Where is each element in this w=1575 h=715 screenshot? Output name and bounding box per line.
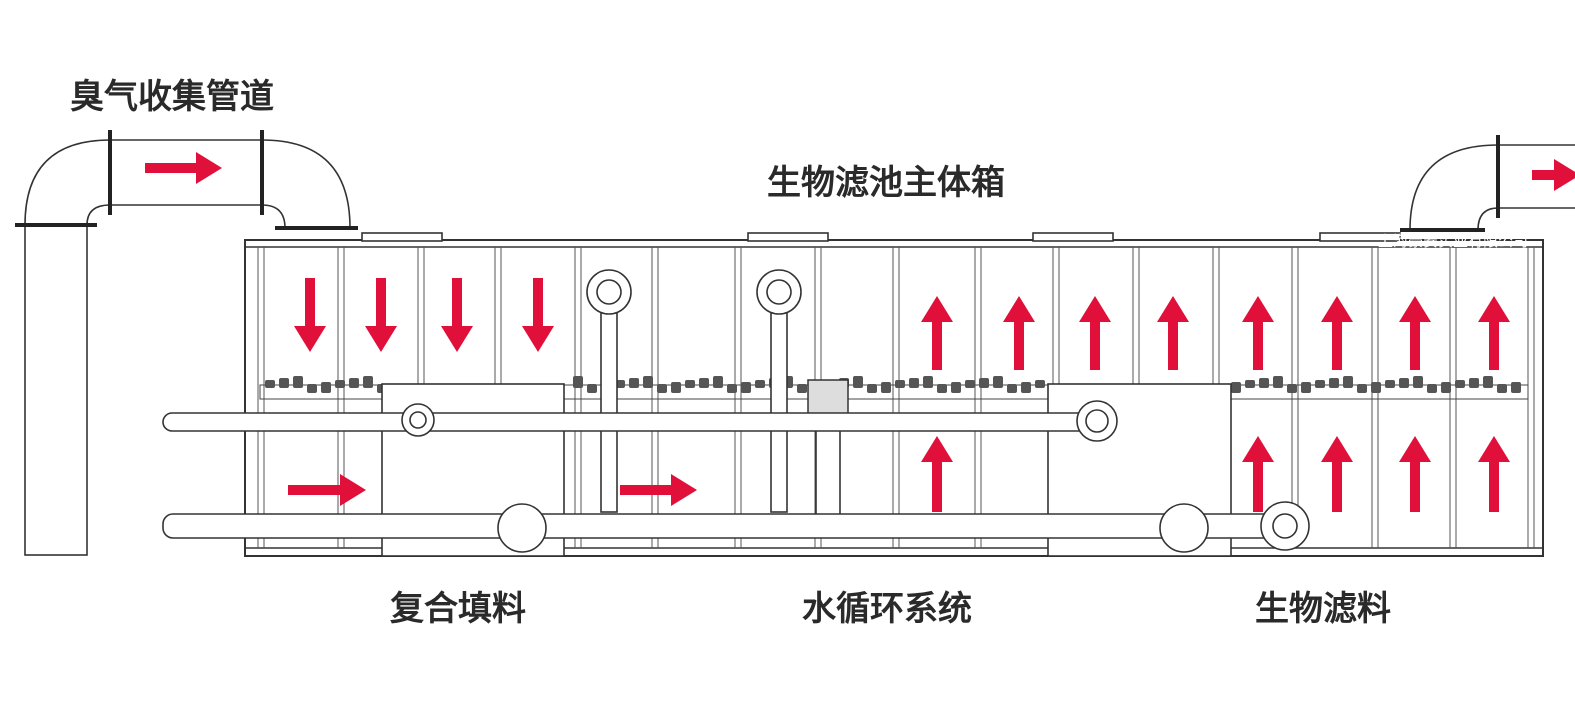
media-piece bbox=[867, 384, 877, 393]
up-arrow bbox=[1478, 296, 1510, 370]
right-arrow bbox=[620, 474, 697, 506]
down-arrow bbox=[294, 278, 326, 352]
media-piece bbox=[671, 382, 681, 393]
media-piece bbox=[573, 376, 583, 388]
media-piece bbox=[265, 380, 275, 388]
media-piece bbox=[727, 384, 737, 393]
media-piece bbox=[1469, 378, 1479, 388]
down-arrow bbox=[365, 278, 397, 352]
media-piece bbox=[1287, 384, 1297, 393]
media-piece bbox=[1385, 380, 1395, 388]
media-piece bbox=[923, 376, 933, 388]
media-piece bbox=[1231, 382, 1241, 393]
media-piece bbox=[1329, 378, 1339, 388]
media-piece bbox=[937, 384, 947, 393]
media-piece bbox=[1455, 380, 1465, 388]
media-piece bbox=[1315, 380, 1325, 388]
up-arrow bbox=[1399, 296, 1431, 370]
media-piece bbox=[797, 384, 807, 393]
media-piece bbox=[713, 376, 723, 388]
media-piece bbox=[853, 376, 863, 388]
up-arrow bbox=[1079, 296, 1111, 370]
media-piece bbox=[1399, 378, 1409, 388]
airflow-arrows bbox=[145, 152, 1575, 512]
media-piece bbox=[587, 384, 597, 393]
media-piece bbox=[321, 382, 331, 393]
media-piece bbox=[699, 378, 709, 388]
up-arrow bbox=[1321, 296, 1353, 370]
media-piece bbox=[1497, 384, 1507, 393]
up-arrow bbox=[1321, 436, 1353, 512]
watermark: 上海豪安实业有限公司 bbox=[1378, 232, 1528, 250]
up-arrow bbox=[1399, 436, 1431, 512]
media-piece bbox=[335, 380, 345, 388]
main-box bbox=[162, 232, 1544, 557]
up-arrow bbox=[1242, 436, 1274, 512]
media-piece bbox=[755, 380, 765, 388]
media-piece bbox=[1343, 376, 1353, 388]
up-arrow bbox=[1157, 296, 1189, 370]
media-piece bbox=[279, 378, 289, 388]
media-piece bbox=[895, 380, 905, 388]
media-piece bbox=[685, 380, 695, 388]
media-piece bbox=[1511, 382, 1521, 393]
media-piece bbox=[1259, 378, 1269, 388]
media-piece bbox=[909, 378, 919, 388]
media-piece bbox=[741, 382, 751, 393]
right-arrow bbox=[288, 474, 366, 506]
down-arrow bbox=[441, 278, 473, 352]
media-piece bbox=[643, 376, 653, 388]
label-duct: 臭气收集管道 bbox=[70, 77, 274, 117]
label-composite-packing: 复合填料 bbox=[390, 589, 526, 629]
media-piece bbox=[1021, 382, 1031, 393]
media-piece bbox=[363, 376, 373, 388]
media-piece bbox=[979, 378, 989, 388]
outlet-arrow bbox=[1532, 159, 1575, 191]
up-arrow bbox=[921, 436, 953, 512]
media-piece bbox=[965, 380, 975, 388]
media-piece bbox=[1413, 376, 1423, 388]
media-piece bbox=[881, 382, 891, 393]
media-piece bbox=[307, 384, 317, 393]
media-piece bbox=[1301, 382, 1311, 393]
label-main-box: 生物滤池主体箱 bbox=[767, 163, 1005, 203]
media-piece bbox=[293, 376, 303, 388]
media-piece bbox=[349, 378, 359, 388]
outlet-duct bbox=[1400, 135, 1575, 232]
media-piece bbox=[1371, 382, 1381, 393]
duct-arrow bbox=[145, 152, 222, 184]
media-piece bbox=[1007, 384, 1017, 393]
media-piece bbox=[1483, 376, 1493, 388]
odor-duct bbox=[15, 130, 358, 556]
media-piece bbox=[1273, 376, 1283, 388]
media-piece bbox=[1427, 384, 1437, 393]
media-piece bbox=[657, 384, 667, 393]
up-arrow bbox=[1003, 296, 1035, 370]
media-piece bbox=[1245, 380, 1255, 388]
label-bio-media: 生物滤料 bbox=[1255, 589, 1391, 629]
media-piece bbox=[951, 382, 961, 393]
up-arrow bbox=[921, 296, 953, 370]
media-piece bbox=[1035, 380, 1045, 388]
up-arrow bbox=[1478, 436, 1510, 512]
media-piece bbox=[1357, 384, 1367, 393]
media-piece bbox=[1441, 382, 1451, 393]
media-piece bbox=[993, 376, 1003, 388]
label-water-system: 水循环系统 bbox=[802, 589, 972, 629]
down-arrow bbox=[522, 278, 554, 352]
media-piece bbox=[629, 378, 639, 388]
up-arrow bbox=[1242, 296, 1274, 370]
